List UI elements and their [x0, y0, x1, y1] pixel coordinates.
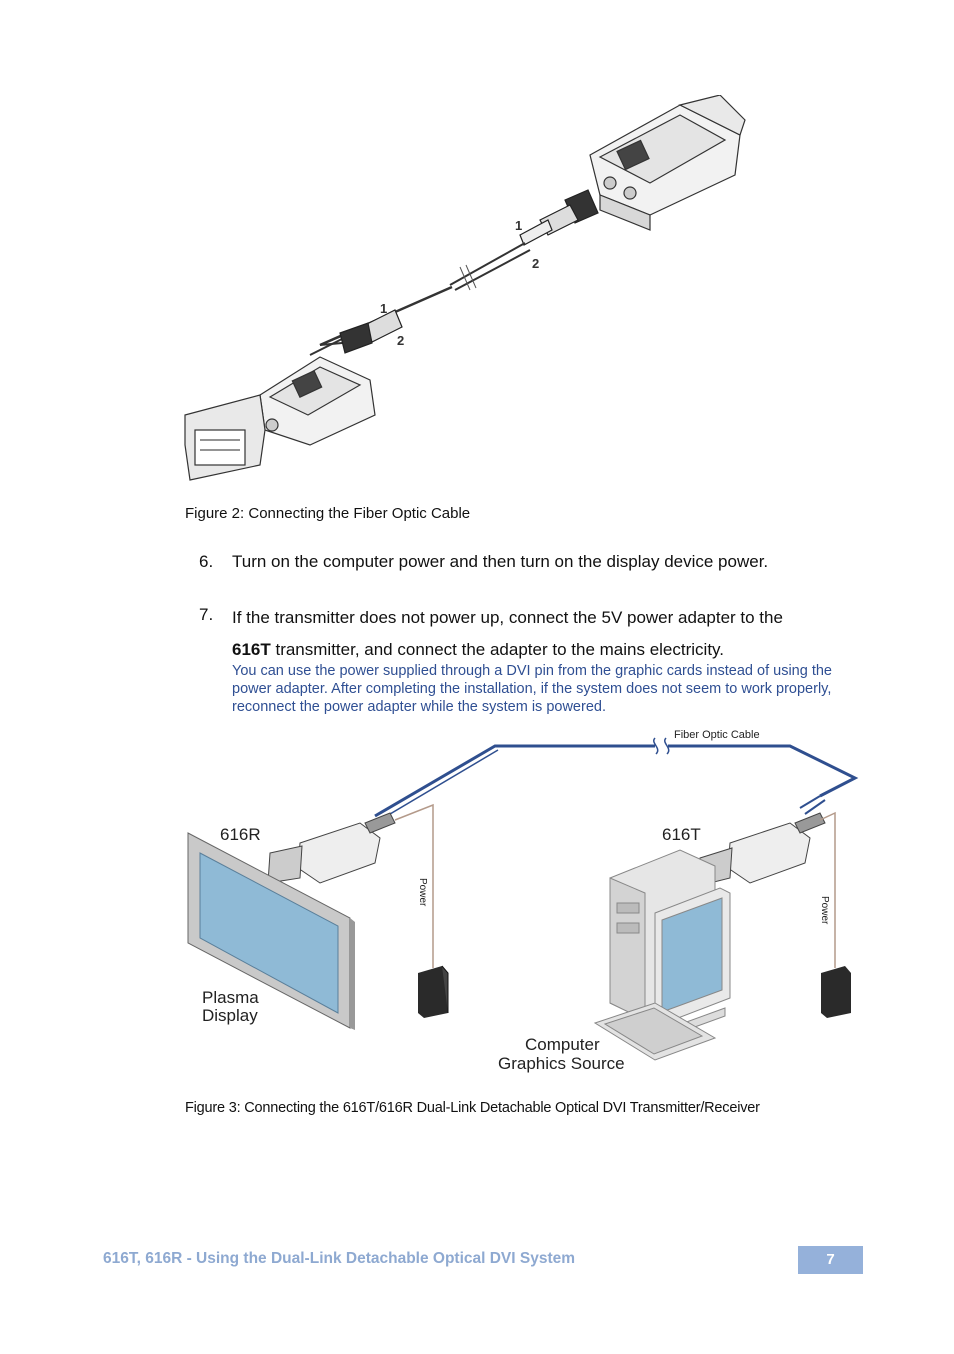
source-label-line1: Computer [525, 1035, 600, 1054]
receiver-power-label: Power [417, 878, 428, 907]
lower-lc-connector [339, 309, 403, 354]
figure-3-caption: Figure 3: Connecting the 616T/616R Dual-… [185, 1100, 760, 1116]
step-text: Turn on the computer power and then turn… [232, 552, 769, 571]
product-name-616t: 616T [232, 640, 271, 659]
step-text-prefix: If the transmitter does not power up, co… [232, 608, 783, 627]
upper-lc-connector [519, 189, 599, 246]
step-text: If the transmitter does not power up, co… [232, 602, 852, 666]
step-number: 6. [199, 552, 214, 571]
step-number: 7. [199, 605, 214, 624]
fiber-label-1-upper: 1 [515, 218, 522, 233]
figure-2-caption: Figure 2: Connecting the Fiber Optic Cab… [185, 505, 471, 522]
fiber-optic-cable-figure: 1 2 1 2 [184, 95, 746, 481]
fiber-label-2-lower: 2 [397, 333, 404, 348]
fiber-optic-cable [374, 744, 655, 818]
receiver-label: 616R [220, 825, 261, 844]
receiver-power-adapter [418, 965, 449, 1018]
system-connection-figure: Fiber Optic Cable Power 616R Plasma Disp… [187, 729, 859, 1073]
info-note: You can use the power supplied through a… [232, 663, 832, 715]
display-label-line1: Plasma [202, 988, 259, 1007]
fiber-optic-cable-label: Fiber Optic Cable [674, 729, 760, 741]
upper-optical-module [589, 95, 746, 231]
step-text-suffix: transmitter, and connect the adapter to … [270, 640, 724, 659]
plasma-display [187, 832, 355, 1030]
footer-title: 616T, 616R - Using the Dual-Link Detacha… [103, 1250, 576, 1267]
fiber-label-1-lower: 1 [380, 301, 387, 316]
computer-keyboard [593, 1002, 717, 1061]
fiber-label-2-upper: 2 [532, 256, 539, 271]
display-label-line2: Display [202, 1006, 258, 1025]
page-number-badge: 7 [798, 1246, 863, 1274]
transmitter-power-adapter [821, 966, 851, 1018]
source-label-line2: Graphics Source [498, 1054, 625, 1073]
transmitter-power-label: Power [819, 896, 830, 925]
transmitter-label: 616T [662, 825, 701, 844]
receiver-module-616r [267, 812, 396, 884]
lower-optical-module [184, 356, 376, 481]
transmitter-module-616t [697, 812, 826, 887]
